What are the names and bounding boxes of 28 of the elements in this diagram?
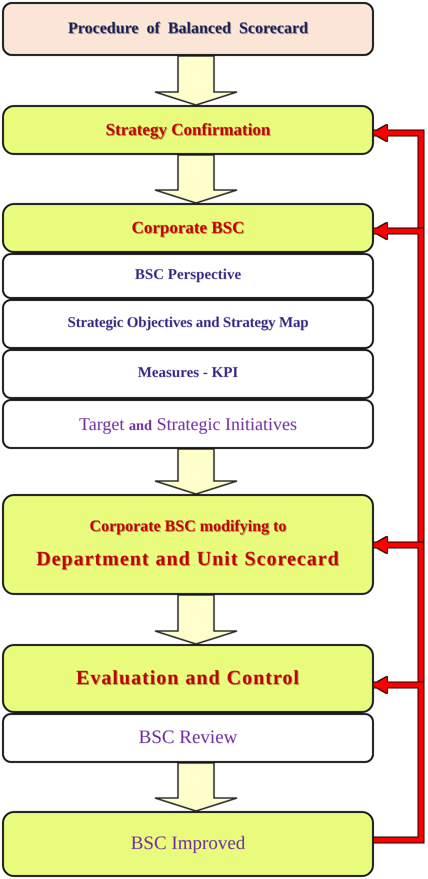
step-box — [2, 253, 374, 299]
box-label: Corporate BSC — [132, 218, 244, 238]
box-label: Evaluation and Control — [76, 667, 300, 690]
block-arrow — [154, 448, 238, 495]
step-box — [2, 299, 374, 349]
box-label: Department and Unit Scorecard — [36, 548, 340, 572]
box-label: Target and Strategic Initiatives — [78, 414, 298, 434]
box-label: Strategic Objectives and Strategy Map — [68, 315, 308, 333]
process-box — [2, 811, 374, 877]
box-label: BSC Review — [138, 727, 238, 749]
box-label: BSC Perspective — [134, 267, 242, 285]
step-box — [2, 399, 374, 449]
block-arrow — [154, 762, 238, 812]
block-arrow — [154, 154, 238, 204]
block-arrow — [154, 594, 238, 645]
process-box — [2, 644, 374, 713]
process-box — [2, 105, 374, 155]
block-arrow — [154, 55, 238, 106]
process-box — [2, 203, 374, 253]
box-label: Strategy Confirmation — [106, 120, 270, 140]
step-box — [2, 349, 374, 399]
step-box — [2, 713, 374, 763]
box-label: Corporate BSC modifying to — [90, 518, 286, 536]
process-box — [2, 494, 374, 595]
title-box — [2, 2, 374, 56]
box-label: BSC Improved — [130, 833, 246, 855]
title-text: Procedure of Balanced Scorecard — [68, 20, 308, 38]
box-label: Measures - KPI — [138, 365, 238, 383]
